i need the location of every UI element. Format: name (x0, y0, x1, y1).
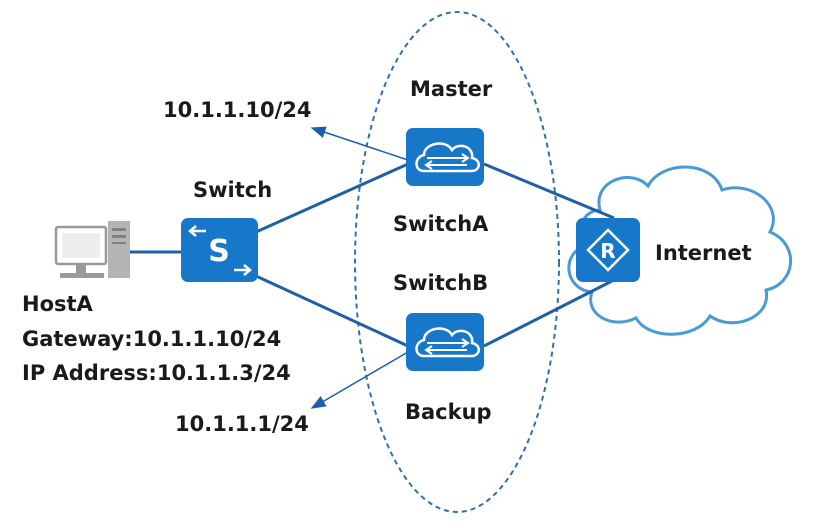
arrow-master-ip (310, 126, 409, 161)
link-switch-switcha (255, 162, 409, 234)
switcha-cloud-switch-icon (406, 128, 484, 186)
internet-cloud-icon (567, 165, 793, 336)
switchb-name-label: SwitchB (393, 271, 489, 295)
internet-label: Internet (655, 241, 752, 265)
links (130, 162, 615, 348)
host-gateway-label: Gateway:10.1.1.10/24 (22, 327, 282, 351)
switch-name-label: Switch (193, 178, 273, 202)
switcha-name-label: SwitchA (393, 212, 489, 236)
link-switch-switchb (255, 274, 409, 348)
svg-text:R: R (600, 239, 615, 263)
link-switchb-router (483, 278, 615, 348)
vrrp-group-ellipse (354, 11, 560, 513)
router-icon: R (576, 218, 640, 282)
master-ip-label: 10.1.1.10/24 (163, 98, 312, 122)
backup-ip-label: 10.1.1.1/24 (175, 412, 309, 436)
master-role-label: Master (410, 77, 493, 101)
host-name-label: HostA (22, 292, 93, 316)
backup-role-label: Backup (405, 400, 492, 424)
host-ip-label: IP Address:10.1.1.3/24 (22, 361, 291, 385)
svg-text:S: S (208, 234, 230, 269)
link-switcha-router (483, 162, 615, 220)
switchb-cloud-switch-icon (406, 313, 484, 371)
arrow-backup-ip (310, 351, 409, 409)
layer2-switch-icon: S (181, 218, 258, 282)
host-computer-icon (54, 221, 130, 278)
